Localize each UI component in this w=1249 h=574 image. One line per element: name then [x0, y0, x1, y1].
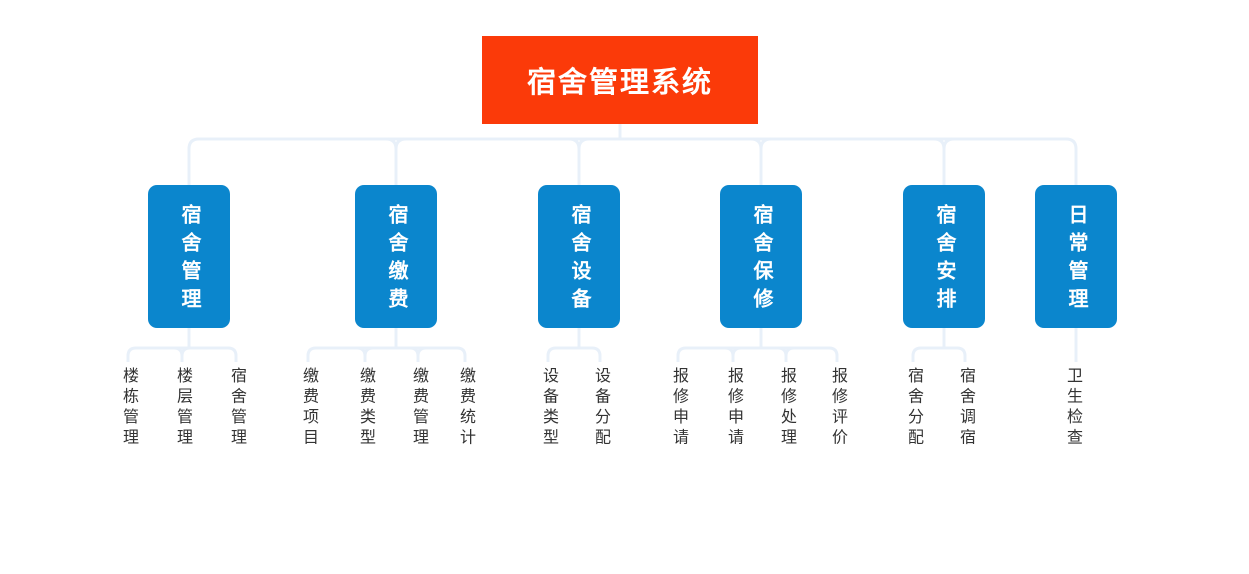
branch-node-4[interactable]: 宿舍保修: [720, 185, 802, 328]
leaf-node[interactable]: 缴费管理: [410, 367, 427, 449]
root-node[interactable]: 宿舍管理系统: [482, 36, 758, 124]
branch-node-3[interactable]: 宿舍设备: [538, 185, 620, 328]
leaf-node[interactable]: 报修申请: [725, 367, 742, 449]
leaf-node[interactable]: 设备分配: [592, 367, 609, 449]
leaf-node[interactable]: 缴费统计: [457, 367, 474, 449]
branch-node-1[interactable]: 宿舍管理: [148, 185, 230, 328]
branch-label: 日常管理: [1065, 203, 1087, 316]
leaf-node[interactable]: 楼层管理: [174, 367, 191, 449]
branch-label: 宿舍保修: [750, 203, 772, 316]
branch-node-2[interactable]: 宿舍缴费: [355, 185, 437, 328]
leaf-node[interactable]: 宿舍调宿: [957, 367, 974, 449]
branch-label: 宿舍安排: [933, 203, 955, 316]
branch-label: 宿舍缴费: [385, 203, 407, 316]
leaf-node[interactable]: 宿舍分配: [905, 367, 922, 449]
branch-label: 宿舍管理: [178, 203, 200, 316]
branch-node-5[interactable]: 宿舍安排: [903, 185, 985, 328]
leaf-node[interactable]: 报修申请: [670, 367, 687, 449]
branch-label: 宿舍设备: [568, 203, 590, 316]
leaf-node[interactable]: 宿舍管理: [228, 367, 245, 449]
leaf-node[interactable]: 卫生检查: [1064, 367, 1081, 449]
branch-node-6[interactable]: 日常管理: [1035, 185, 1117, 328]
leaf-node[interactable]: 报修评价: [829, 367, 846, 449]
leaf-node[interactable]: 缴费项目: [300, 367, 317, 449]
leaf-node[interactable]: 报修处理: [778, 367, 795, 449]
leaf-node[interactable]: 楼栋管理: [120, 367, 137, 449]
leaf-node[interactable]: 设备类型: [540, 367, 557, 449]
leaf-node[interactable]: 缴费类型: [357, 367, 374, 449]
